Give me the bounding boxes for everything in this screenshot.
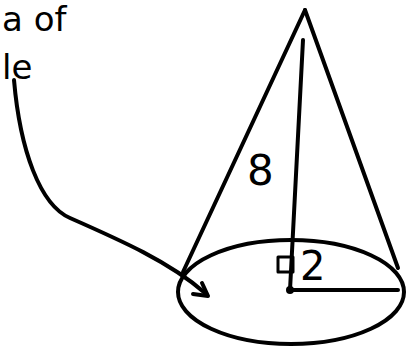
- base-circle: [178, 240, 404, 344]
- center-dot: [286, 286, 294, 294]
- right-angle-mark: [278, 257, 293, 272]
- note-text: le: [2, 50, 32, 84]
- leader-arrow: [14, 80, 205, 293]
- arrow-head: [193, 283, 208, 296]
- radius-value: 2: [300, 246, 325, 286]
- note-text: a of: [2, 2, 66, 36]
- slant-side: [305, 10, 398, 268]
- radius-line: [290, 288, 398, 292]
- height-value: 8: [247, 150, 274, 192]
- slant-side: [183, 10, 305, 272]
